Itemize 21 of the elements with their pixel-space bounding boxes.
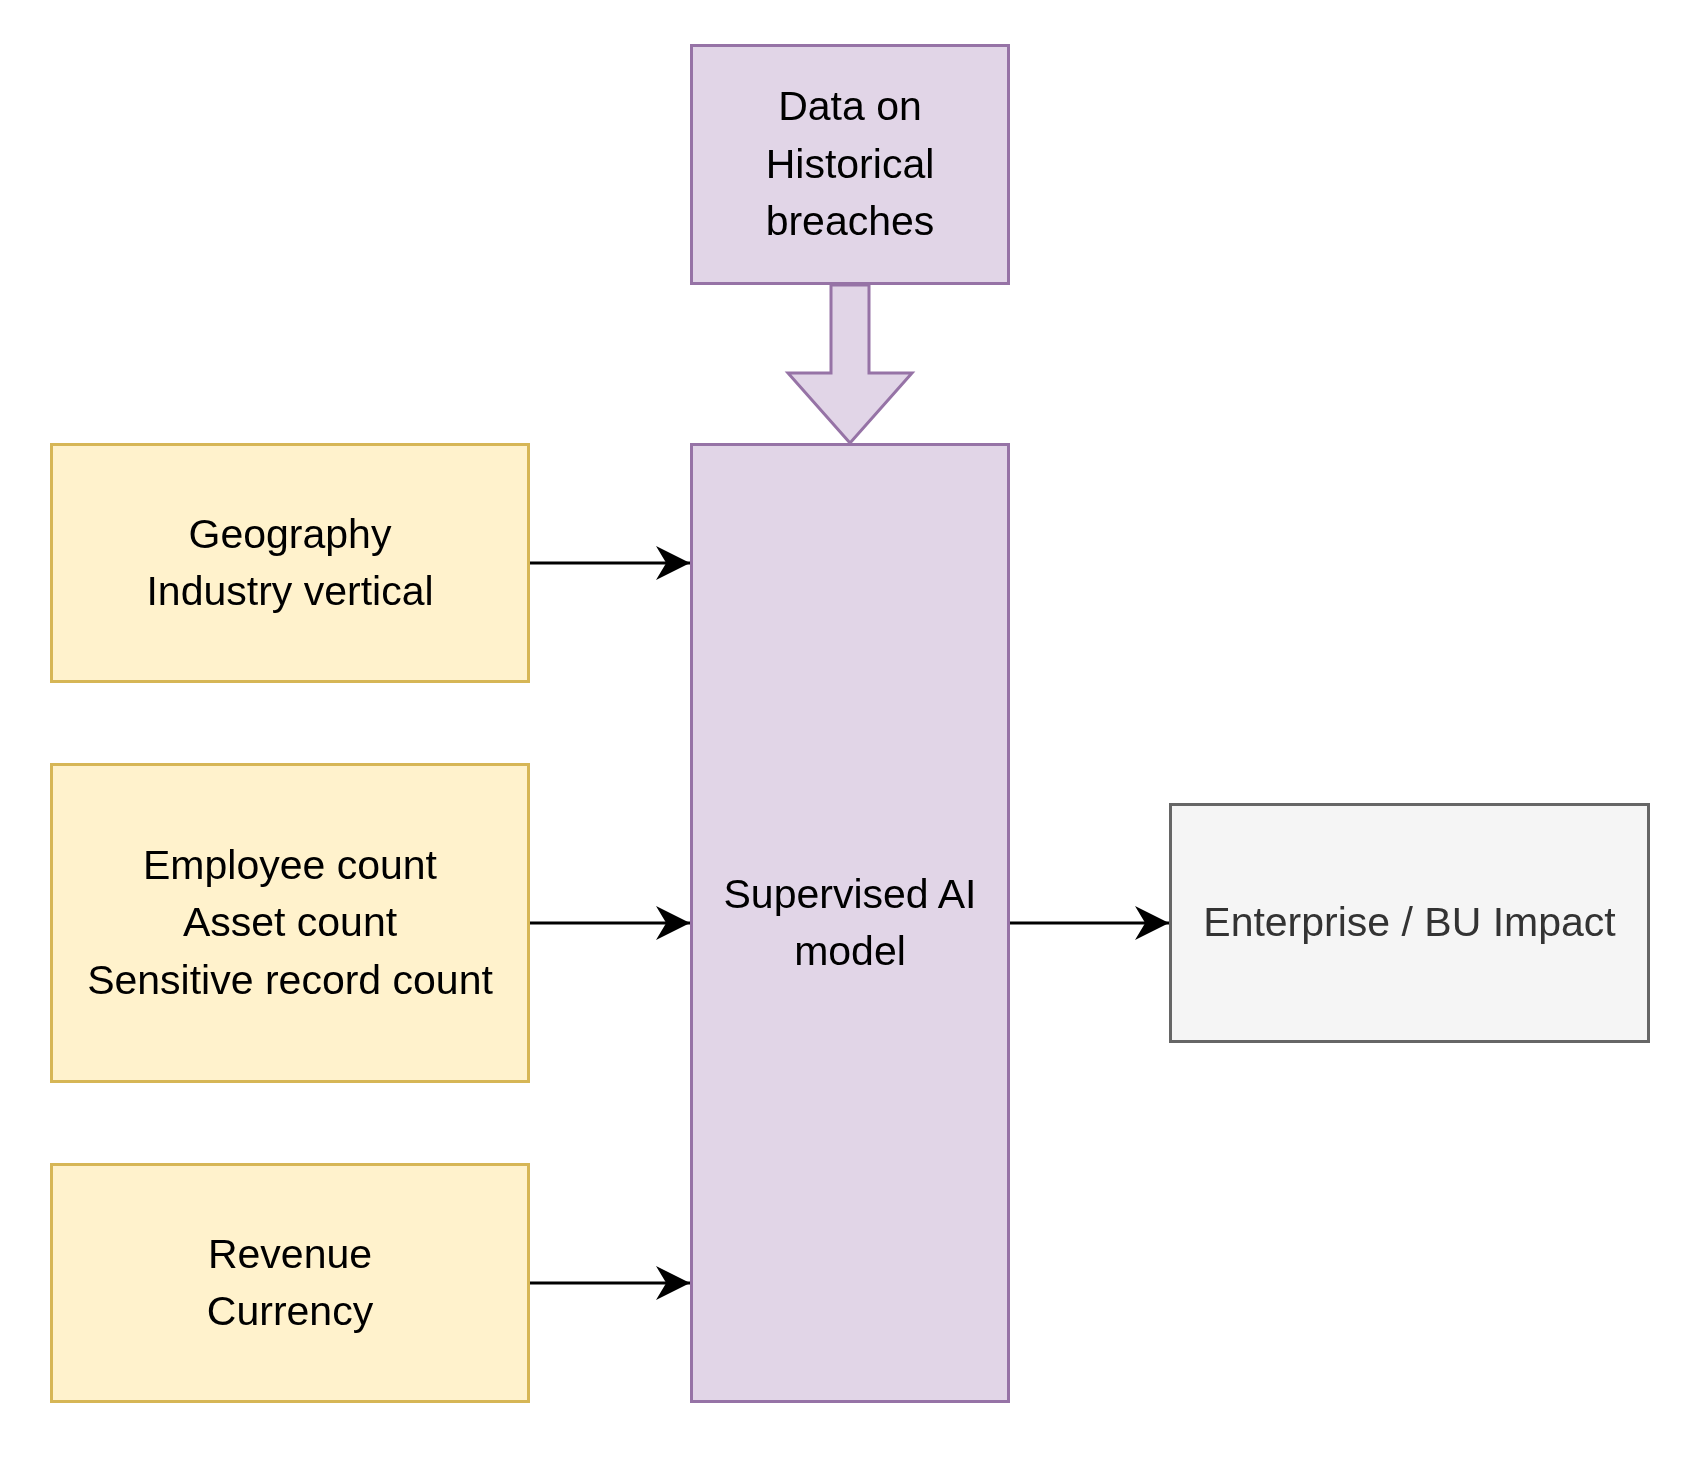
process-box xyxy=(50,763,530,1083)
box-text: Currency xyxy=(206,1287,374,1336)
box-text: Employee count xyxy=(143,840,437,890)
arrow xyxy=(530,1266,690,1300)
box-text: Revenue xyxy=(207,1229,373,1279)
arrow xyxy=(1010,906,1169,940)
box-text: Sensitive record count xyxy=(87,955,493,1005)
arrow xyxy=(530,906,690,940)
box-text: Supervised AI model xyxy=(722,869,978,976)
box-text: Data on Historical breaches xyxy=(764,82,936,247)
arrow xyxy=(530,546,690,580)
box-text: Enterprise / BU Impact xyxy=(1203,898,1616,948)
box-text: Industry vertical xyxy=(146,567,434,616)
process-box xyxy=(690,443,1010,1403)
box-text: Asset count xyxy=(182,898,398,948)
process-box xyxy=(690,44,1010,285)
process-box xyxy=(50,443,530,683)
process-box xyxy=(50,1163,530,1403)
box-text: Geography xyxy=(188,509,392,559)
block-arrow xyxy=(784,283,916,446)
process-box xyxy=(1169,803,1650,1043)
